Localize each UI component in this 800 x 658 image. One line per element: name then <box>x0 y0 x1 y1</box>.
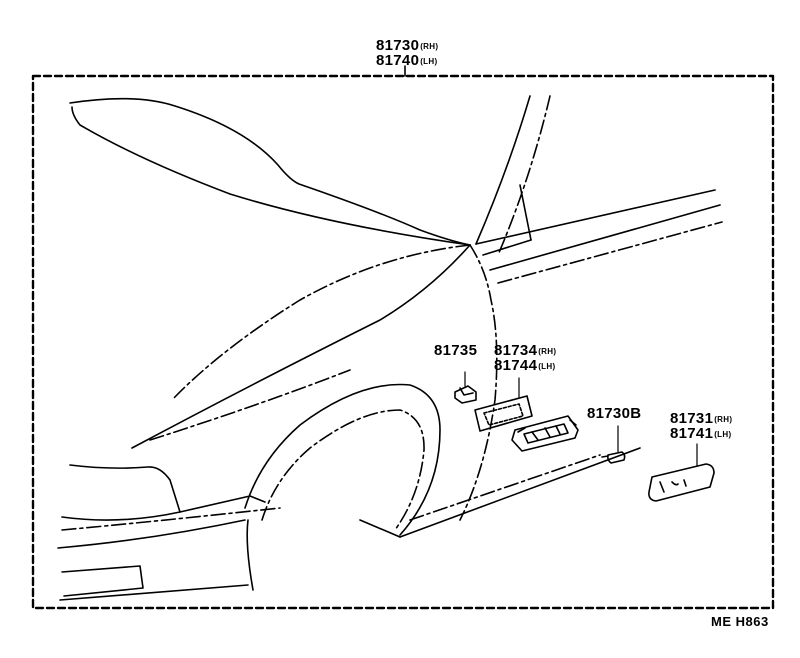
assembly-lh-number: 81740 <box>376 52 420 69</box>
gasket-lh-suffix: (LH) <box>538 362 556 371</box>
assembly-rh-number: 81730 <box>376 37 420 54</box>
assembly-rh-suffix: (RH) <box>420 42 439 51</box>
lens-lh-label: 81741(LH) <box>670 426 731 441</box>
lamp-housing <box>511 415 579 452</box>
socket-label: 81735 <box>434 343 477 358</box>
diagram-code: ME H863 <box>711 614 769 629</box>
lens-lh-number: 81741 <box>670 425 714 442</box>
gasket-part <box>474 377 533 432</box>
socket-part <box>454 371 477 404</box>
lens-rh-suffix: (RH) <box>714 415 733 424</box>
bulb-part <box>601 425 626 464</box>
gasket-lh-label: 81744(LH) <box>494 358 555 373</box>
socket-number: 81735 <box>434 342 478 359</box>
assembly-bracket-frame <box>31 74 775 610</box>
assembly-lh-label: 81740(LH) <box>376 53 437 68</box>
lens-rh-label: 81731(RH) <box>670 411 732 426</box>
gasket-lh-number: 81744 <box>494 357 538 374</box>
lens-lh-suffix: (LH) <box>714 430 732 439</box>
lens-rh-number: 81731 <box>670 410 714 427</box>
bulb-number: 81730B <box>587 405 642 422</box>
front-fender-outline <box>131 244 498 521</box>
gasket-rh-number: 81734 <box>494 342 538 359</box>
lens-part <box>648 443 715 502</box>
gasket-rh-suffix: (RH) <box>538 347 557 356</box>
bumper-lines <box>57 447 641 601</box>
bulb-label: 81730B <box>587 406 641 421</box>
windshield-pillar <box>475 95 723 284</box>
wheel-arch <box>244 383 441 591</box>
assembly-lh-suffix: (LH) <box>420 57 438 66</box>
gasket-rh-label: 81734(RH) <box>494 343 556 358</box>
assembly-rh-label: 81730(RH) <box>376 38 438 53</box>
hood-outline <box>69 97 471 401</box>
